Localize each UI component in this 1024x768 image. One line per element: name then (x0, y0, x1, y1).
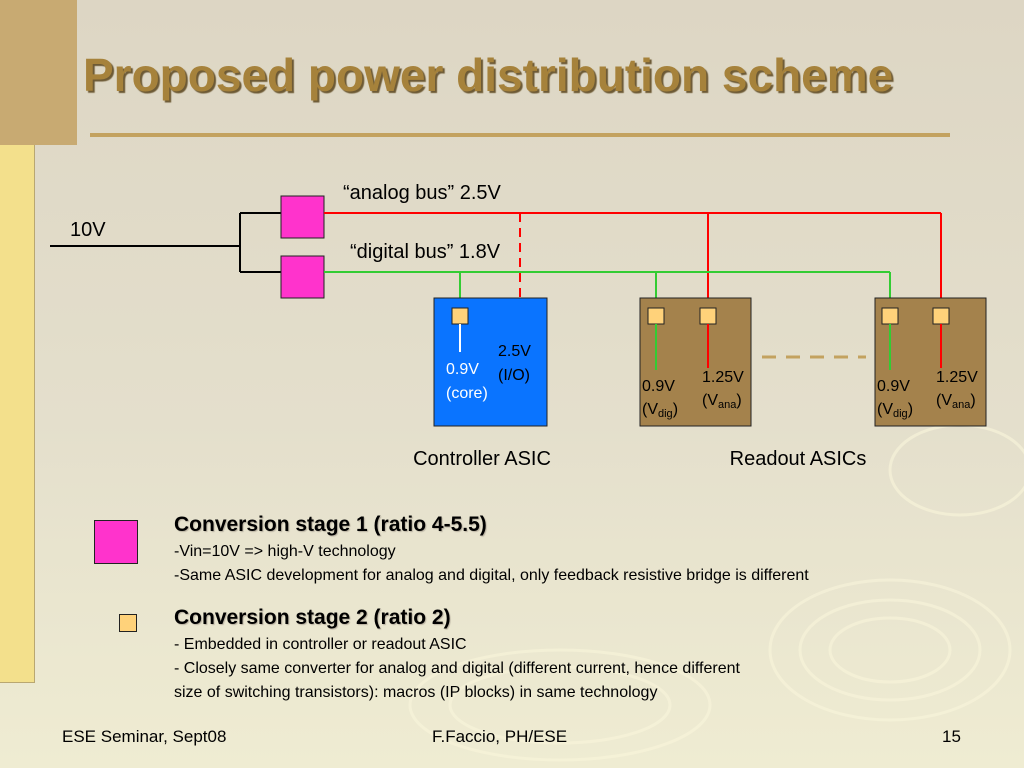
analog-stage1-converter (280, 195, 325, 239)
controller-io-label: (I/O) (498, 367, 530, 384)
readout-ana-label: (Vana) (936, 392, 976, 411)
stage2-heading: Conversion stage 2 (ratio 2) (174, 606, 451, 629)
title-underline (90, 133, 950, 137)
readout-ana-voltage: 1.25V (936, 369, 978, 386)
input-voltage-label: 10V (70, 219, 106, 241)
controller-core-label: (core) (446, 385, 488, 402)
analog-bus-label: “analog bus” 2.5V (343, 182, 502, 204)
readout-asics-caption: Readout ASICs (730, 448, 867, 470)
digital-stage1-converter (280, 255, 325, 299)
title-corner-block (0, 0, 77, 145)
stage1-heading: Conversion stage 1 (ratio 4-5.5) (174, 513, 487, 536)
readout-dig-converter (647, 307, 665, 325)
slide-title: Proposed power distribution scheme (83, 49, 894, 101)
digital-bus-label: “digital bus” 1.8V (350, 241, 501, 263)
stage1-line: -Vin=10V => high-V technology (174, 543, 396, 560)
readout-dig-converter (881, 307, 899, 325)
footer-left: ESE Seminar, Sept08 (62, 727, 227, 746)
footer-center: F.Faccio, PH/ESE (432, 727, 568, 746)
stage2-line: - Closely same converter for analog and … (174, 660, 740, 677)
stage1-line: -Same ASIC development for analog and di… (174, 567, 809, 584)
controller-asic-caption: Controller ASIC (413, 448, 551, 470)
stage2-legend-square (119, 614, 137, 632)
readout-ana-label: (Vana) (702, 392, 742, 411)
readout-ana-converter (932, 307, 950, 325)
stage2-line: - Embedded in controller or readout ASIC (174, 636, 467, 653)
readout-dig-voltage: 0.9V (642, 378, 675, 395)
stage1-legend-square (94, 520, 138, 564)
readout-dig-label: (Vdig) (642, 401, 678, 420)
controller-io-voltage: 2.5V (498, 343, 531, 360)
controller-core-voltage: 0.9V (446, 361, 479, 378)
readout-dig-voltage: 0.9V (877, 378, 910, 395)
left-accent-strip (0, 145, 35, 683)
readout-dig-label: (Vdig) (877, 401, 913, 420)
controller-core-converter (451, 307, 469, 325)
page-number: 15 (942, 727, 961, 746)
stage2-line: size of switching transistors): macros (… (174, 684, 658, 701)
readout-ana-voltage: 1.25V (702, 369, 744, 386)
readout-ana-converter (699, 307, 717, 325)
